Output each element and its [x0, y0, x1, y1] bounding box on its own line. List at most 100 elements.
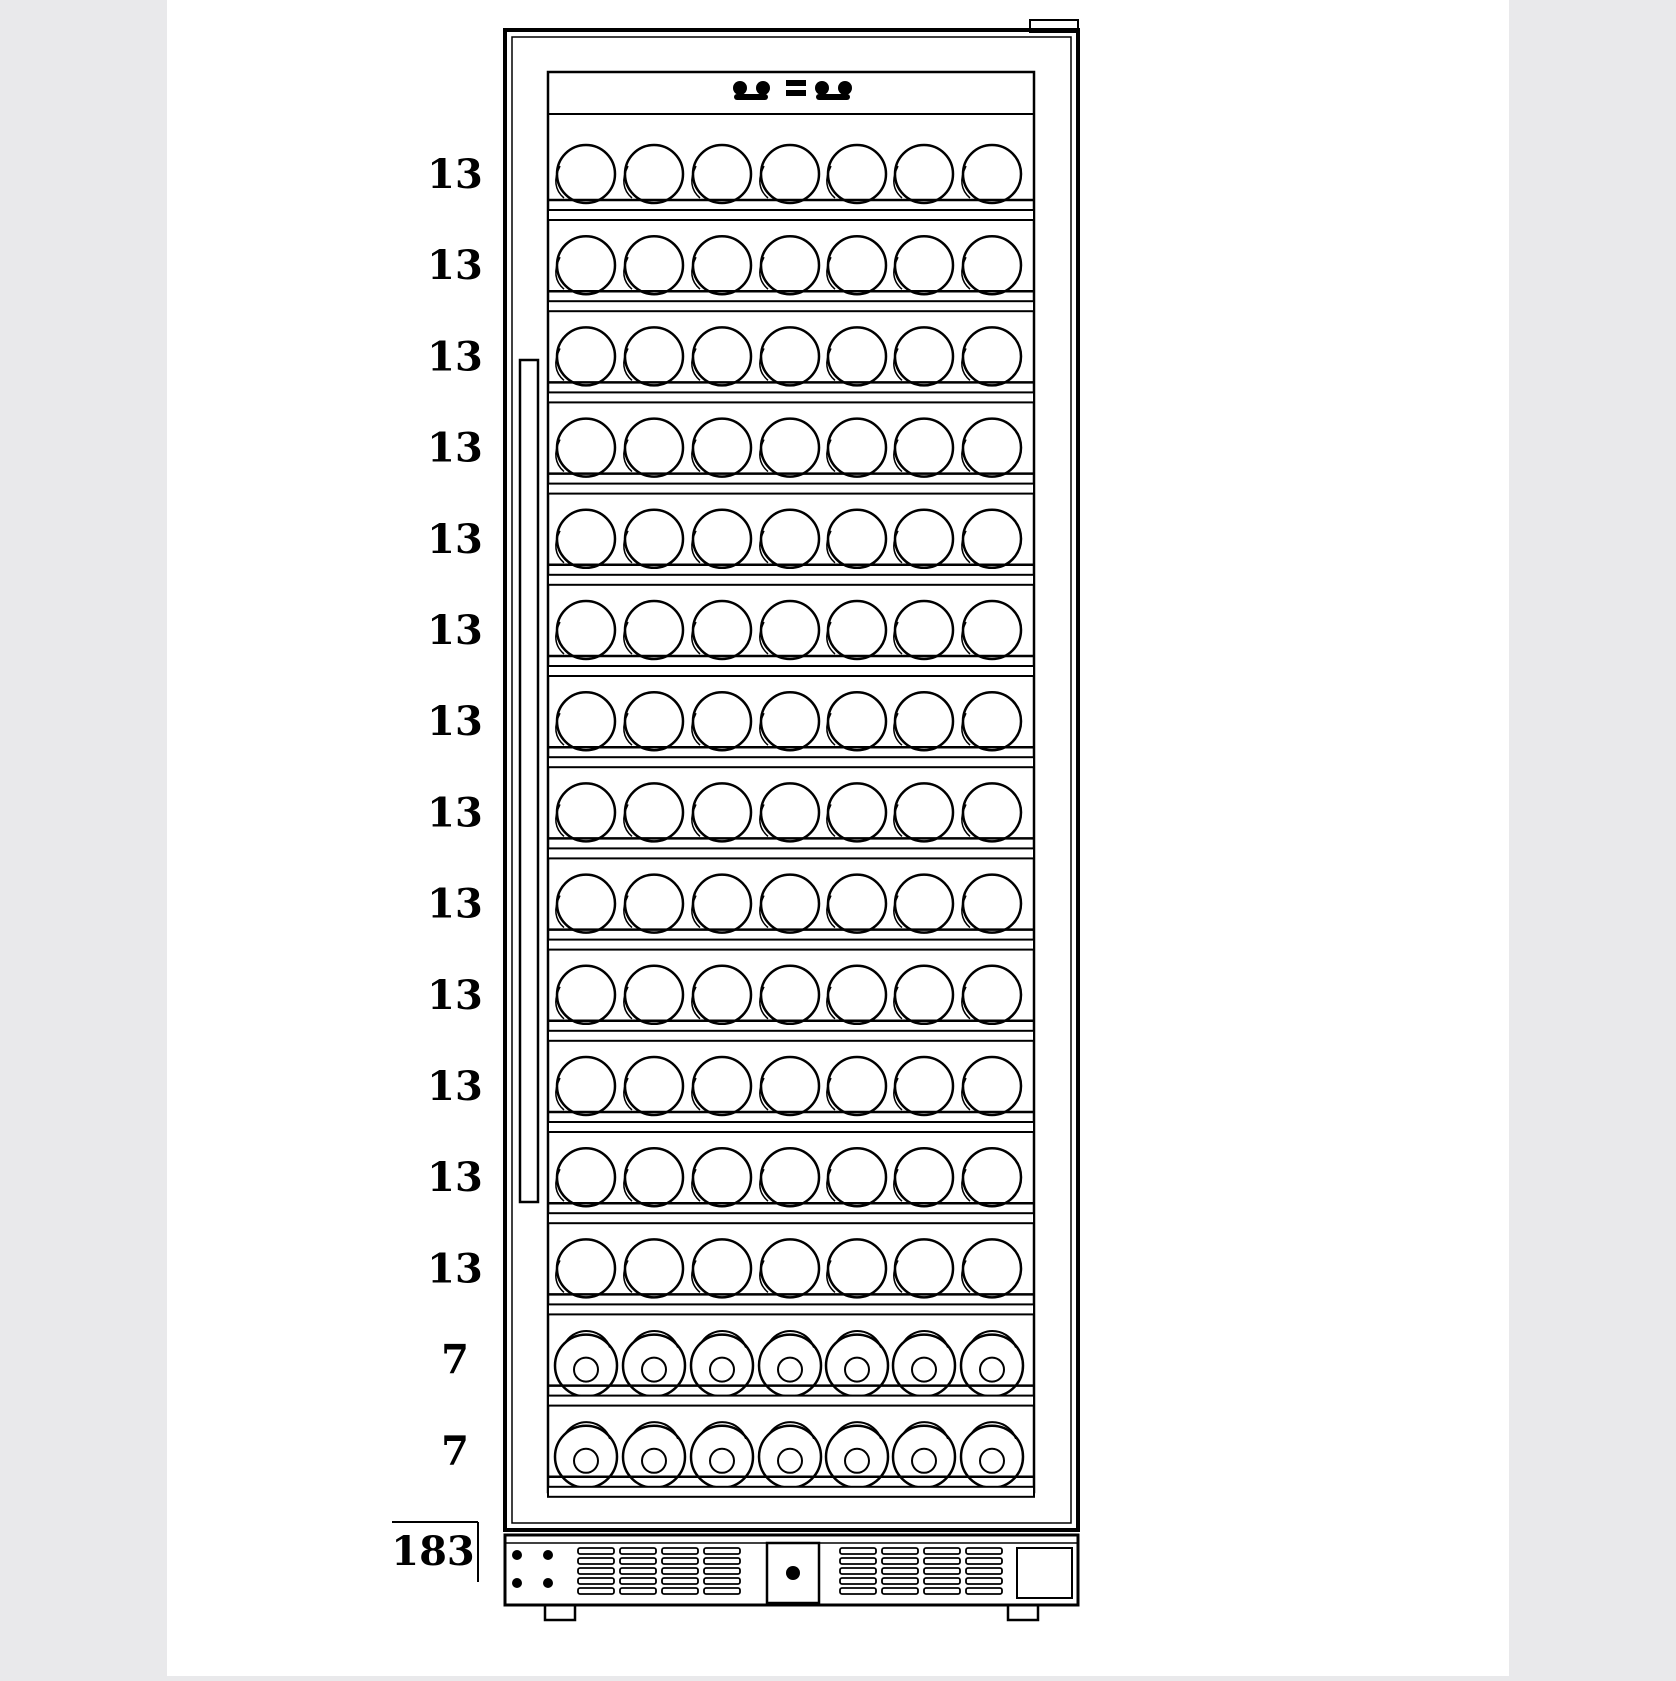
wine-bottle-side-icon [623, 964, 685, 1026]
wine-bottle-side-icon [759, 599, 821, 661]
wine-bottle-side-icon [623, 782, 685, 843]
wine-bottle-side-icon [759, 964, 821, 1026]
control-strip [547, 71, 1035, 115]
power-switch-housing [765, 1541, 821, 1605]
wine-bottle-side-icon [961, 508, 1023, 570]
wine-bottle-side-icon [623, 690, 685, 752]
shelf-rail [547, 198, 1035, 221]
wine-bottle-side-icon [691, 782, 753, 843]
shelf-row [547, 782, 1035, 860]
power-switch-icon[interactable] [786, 1566, 800, 1580]
door-inner-frame [511, 36, 1072, 1524]
wine-bottle-side-icon [826, 690, 888, 752]
wine-bottle-side-icon [555, 873, 617, 934]
shelf-rail [547, 837, 1035, 860]
wine-bottle-side-icon [759, 508, 821, 570]
shelf-rail [547, 381, 1035, 404]
wine-bottle-side-icon [893, 508, 955, 570]
wine-bottle-side-icon [893, 1055, 955, 1117]
wine-bottle-side-icon [691, 326, 753, 387]
vent-grille-icon [577, 1547, 1003, 1595]
shelf-bottle-count: 13 [427, 789, 483, 836]
shelf-bottle-count: 13 [427, 881, 483, 928]
wine-bottle-side-icon [691, 143, 753, 205]
shelf-rail [547, 1019, 1035, 1042]
wine-bottle-side-icon [691, 873, 753, 934]
shelf-row [547, 1329, 1035, 1407]
wine-bottle-side-icon [555, 326, 617, 387]
control-panel-icon[interactable] [733, 80, 852, 100]
wine-bottle-side-icon [691, 1146, 753, 1208]
wine-bottle-side-icon [893, 234, 955, 296]
shelf-row [547, 1146, 1035, 1225]
vent-slot-group [923, 1547, 961, 1595]
shelf-bottle-count: 7 [441, 1428, 469, 1475]
wine-bottle-side-icon [623, 417, 685, 478]
base-side-panel [1016, 1547, 1073, 1599]
wine-bottle-side-icon [893, 599, 955, 661]
total-count-box: 183 [391, 1521, 479, 1582]
wine-bottle-side-icon [893, 417, 955, 478]
wine-bottle-side-icon [555, 417, 617, 478]
shelf-row [547, 234, 1035, 313]
wine-bottle-side-icon [826, 417, 888, 478]
wine-bottle-side-icon [961, 1055, 1023, 1117]
shelf-bottle-count: 13 [427, 698, 483, 745]
wine-bottle-side-icon [623, 1055, 685, 1117]
wine-bottle-side-icon [826, 782, 888, 843]
wine-bottle-side-icon [759, 1146, 821, 1208]
shelf-row [547, 690, 1035, 769]
wine-bottle-side-icon [623, 599, 685, 661]
shelf-rail [547, 1475, 1035, 1498]
foot-left [543, 1603, 577, 1622]
wine-bottle-side-icon [826, 964, 888, 1026]
wine-bottle-side-icon [759, 782, 821, 843]
wine-bottle-side-icon [623, 143, 685, 205]
wine-bottle-side-icon [691, 690, 753, 752]
wine-bottle-side-icon [893, 143, 955, 205]
vent-slot-group [965, 1547, 1003, 1595]
wine-bottle-end-icon [689, 1421, 755, 1490]
shelf-rail [547, 1201, 1035, 1225]
wine-bottle-side-icon [759, 326, 821, 387]
vent-slot-group [839, 1547, 877, 1595]
wine-bottle-side-icon [961, 873, 1023, 934]
shelf-rail [547, 472, 1035, 495]
shelf-row [547, 417, 1035, 495]
wine-bottle-side-icon [555, 964, 617, 1026]
shelf-row [547, 1238, 1035, 1316]
shelf-bottle-count: 13 [427, 1063, 483, 1110]
wine-bottle-end-icon [553, 1421, 619, 1490]
base-screws [512, 1550, 553, 1588]
shelf-bottle-count: 13 [427, 1245, 483, 1292]
wine-bottle-side-icon [893, 1238, 955, 1299]
wine-bottle-end-icon [959, 1421, 1025, 1490]
shelf-row [547, 326, 1035, 404]
wine-bottle-side-icon [826, 873, 888, 934]
shelf-rail [547, 928, 1035, 951]
wine-bottle-end-icon [959, 1329, 1025, 1398]
shelf-rail [547, 1293, 1035, 1316]
wine-bottle-end-icon [824, 1421, 890, 1490]
vent-slot-group [661, 1547, 699, 1595]
wine-bottle-side-icon [961, 143, 1023, 205]
total-bottle-count: 183 [391, 1528, 475, 1575]
wine-bottle-side-icon [893, 873, 955, 934]
wine-bottle-side-icon [961, 1238, 1023, 1299]
wine-bottle-side-icon [555, 690, 617, 752]
wine-bottle-side-icon [826, 234, 888, 296]
vent-slot-group [619, 1547, 657, 1595]
wine-bottle-side-icon [759, 417, 821, 478]
wine-bottle-side-icon [555, 599, 617, 661]
door-handle[interactable] [518, 358, 540, 1204]
wine-bottle-side-icon [555, 782, 617, 843]
wine-bottle-side-icon [555, 234, 617, 296]
wine-bottle-side-icon [826, 326, 888, 387]
wine-bottle-side-icon [691, 417, 753, 478]
shelf-rail [547, 289, 1035, 313]
wine-bottle-side-icon [555, 508, 617, 570]
shelf-stack [547, 143, 1035, 1498]
wine-bottle-side-icon [759, 690, 821, 752]
wine-bottle-side-icon [759, 873, 821, 934]
wine-bottle-side-icon [961, 234, 1023, 296]
